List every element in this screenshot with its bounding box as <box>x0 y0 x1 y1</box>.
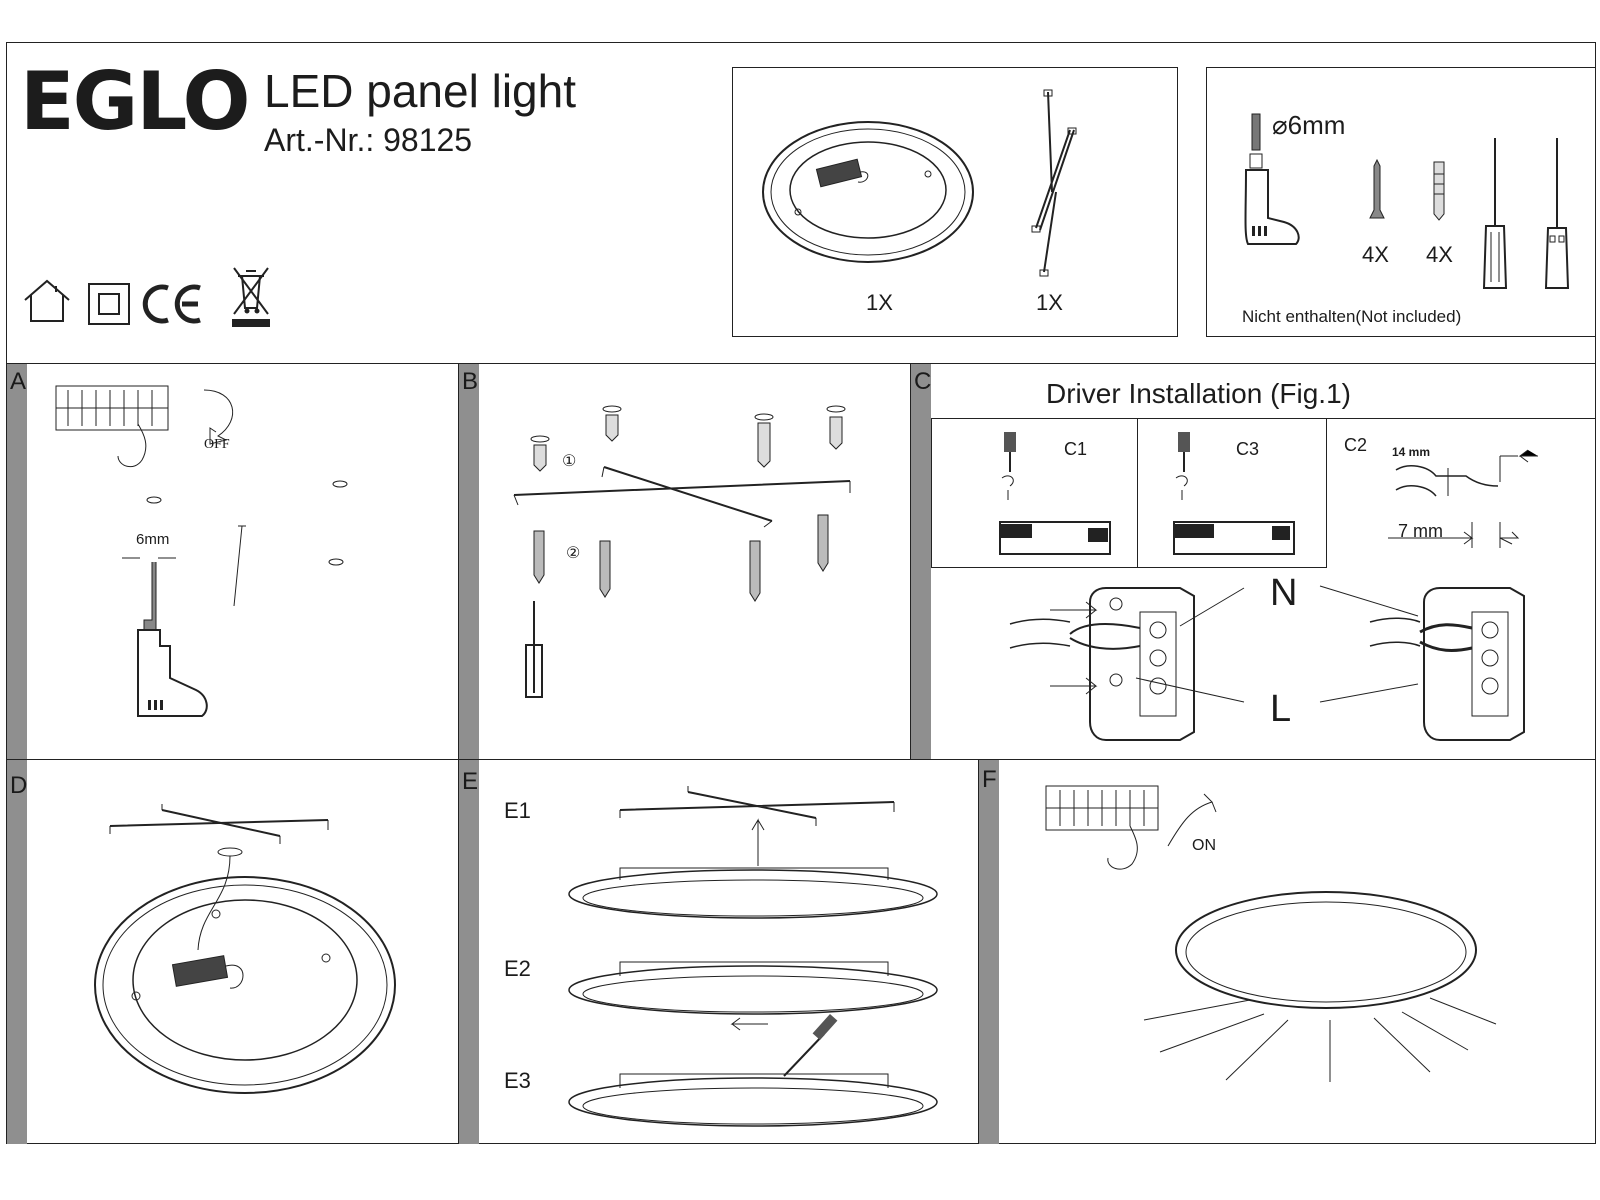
phillips-screwdriver-icon <box>1478 136 1512 296</box>
weee-crossed-bin-icon <box>232 264 270 327</box>
driver-substep-divider <box>1137 418 1138 568</box>
step-bar-a <box>7 364 27 759</box>
sheet-frame <box>6 42 1596 1144</box>
substep-c2-label: C2 <box>1344 435 1368 455</box>
step-label-b: B <box>462 368 479 395</box>
header-divider <box>6 363 1596 364</box>
terminal-block-wiring-illustration <box>1010 582 1550 752</box>
strip-length-outer: 14 mm <box>1392 445 1431 459</box>
step-bar-f <box>979 760 999 1144</box>
substep-e1-label: E1 <box>504 798 531 823</box>
switch-off-label: OFF <box>204 437 230 452</box>
column-divider-de <box>458 759 459 1144</box>
protection-class-ii-icon <box>88 283 130 325</box>
driver-substep-box <box>931 418 1327 568</box>
drill-icon <box>1240 110 1330 260</box>
brand-logo: EGLO <box>20 55 250 148</box>
tools-box <box>1206 67 1596 337</box>
step-label-d: D <box>10 772 28 799</box>
step-label-f: F <box>982 766 997 793</box>
driver-installation-heading: Driver Installation (Fig.1) <box>1046 378 1351 409</box>
step-b-marker-2: ② <box>566 545 581 562</box>
column-divider-bc <box>910 363 911 759</box>
panel-ring-illustration <box>758 112 978 272</box>
step-label-a: A <box>10 368 27 395</box>
substep-c1-label: C1 <box>1064 439 1088 459</box>
screw-quantity: 4X <box>1362 242 1389 267</box>
step-bar-c <box>911 364 931 759</box>
package-contents-box <box>732 67 1178 337</box>
column-divider-ab <box>458 363 459 759</box>
wall-dowel-icon <box>1430 160 1448 222</box>
product-title: LED panel light <box>264 65 576 117</box>
substep-e2-label: E2 <box>504 956 531 981</box>
bracket-mounting-illustration <box>510 405 870 725</box>
column-divider-ef <box>978 759 979 1144</box>
wire-strip-illustration <box>1388 452 1538 548</box>
neutral-terminal-label: N <box>1270 572 1298 614</box>
ceiling-drill-holes-illustration <box>130 470 360 740</box>
driver-closed-cover-illustration <box>1164 432 1314 564</box>
step-b-marker-1: ① <box>562 453 577 470</box>
substep-c3-label: C3 <box>1236 439 1260 459</box>
screw-icon <box>1368 158 1386 224</box>
panel-connection-illustration <box>90 804 400 1100</box>
step-label-e: E <box>462 768 479 795</box>
panel-quantity: 1X <box>866 290 893 315</box>
row-divider <box>6 759 1596 760</box>
not-included-note: Nicht enthalten(Not included) <box>1242 307 1462 326</box>
step-label-c: C <box>914 368 932 395</box>
step-bar-e <box>459 760 479 1144</box>
ce-mark-icon <box>142 282 204 326</box>
switch-on-label: ON <box>1192 837 1216 854</box>
drill-size: ⌀6mm <box>1272 110 1346 140</box>
lit-panel-illustration <box>1140 890 1500 1082</box>
circuit-breaker-on-illustration <box>1042 782 1242 878</box>
indoor-house-icon <box>22 278 72 324</box>
live-terminal-label: L <box>1270 688 1292 730</box>
strip-length-inner: 7 mm <box>1398 521 1443 541</box>
step-bar-b <box>459 364 479 759</box>
dowel-quantity: 4X <box>1426 242 1453 267</box>
hole-size-label: 6mm <box>136 531 170 548</box>
substep-e3-label: E3 <box>504 1068 531 1093</box>
article-number: Art.-Nr.: 98125 <box>264 122 473 158</box>
panel-attach-sequence-illustration <box>568 786 948 1130</box>
circuit-breaker-off-illustration <box>46 384 256 474</box>
bracket-quantity: 1X <box>1036 290 1063 315</box>
mounting-bracket-illustration <box>1030 88 1080 284</box>
driver-heading-rule <box>931 418 1596 419</box>
flat-screwdriver-icon <box>1540 136 1574 296</box>
driver-open-cover-illustration <box>990 432 1130 564</box>
step-bar-d <box>7 760 27 1144</box>
